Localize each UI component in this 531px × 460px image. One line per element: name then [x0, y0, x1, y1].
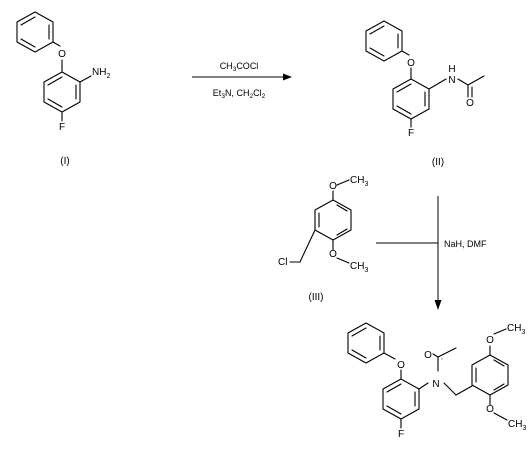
product-amide-nitrogen: N	[432, 379, 439, 390]
compound-II-amide-hydrogen: H	[448, 64, 455, 75]
compound-I: O NH2 F (I)	[16, 11, 110, 167]
compound-I-fluorine: F	[59, 122, 65, 133]
compound-III: O CH3 O CH3 Cl (III)	[278, 175, 368, 303]
compound-I-bonds	[16, 11, 92, 122]
reaction-step-1: CH3COCl Et3N, CH2Cl2	[192, 61, 292, 100]
arrow-head-1	[283, 73, 292, 81]
compound-I-amino-group: NH2	[92, 67, 110, 80]
compound-I-oxygen: O	[58, 49, 66, 60]
compound-III-label: (III)	[309, 292, 324, 303]
compound-III-chlorine: Cl	[278, 257, 287, 268]
product-top-methyl: CH3	[507, 323, 525, 336]
step-1-reagent: CH3COCl	[220, 61, 259, 73]
product-carbonyl-oxygen: O	[424, 350, 432, 361]
compound-II: O H N O F (II)	[365, 20, 485, 168]
compound-III-top-methyl: CH3	[350, 175, 368, 188]
compound-product-bonds	[347, 322, 509, 429]
compound-II-label: (II)	[432, 157, 444, 168]
compound-II-carbonyl-oxygen: O	[466, 98, 474, 109]
product-ether-oxygen: O	[397, 360, 405, 371]
compound-III-top-methoxy-oxygen: O	[329, 181, 337, 192]
product-bottom-methoxy-oxygen: O	[486, 404, 494, 415]
compound-II-amide-nitrogen: N	[448, 75, 455, 86]
step-2-conditions: NaH, DMF	[444, 239, 487, 249]
product-bottom-methyl: CH3	[508, 419, 526, 432]
product-fluorine: F	[398, 429, 404, 440]
compound-III-bottom-methoxy-oxygen: O	[329, 249, 337, 260]
compound-product: O O N F O CH3 O CH3	[347, 322, 526, 440]
reaction-step-2: NaH, DMF	[376, 196, 487, 310]
compound-III-bottom-methyl: CH3	[350, 261, 368, 274]
step-1-base-solvent: Et3N, CH2Cl2	[213, 88, 266, 100]
compound-II-bonds	[365, 20, 485, 128]
compound-II-ether-oxygen: O	[407, 58, 415, 69]
compound-I-label: (I)	[60, 156, 69, 167]
product-top-methoxy-oxygen: O	[486, 335, 494, 346]
compound-III-bonds	[289, 179, 352, 264]
compound-II-fluorine: F	[408, 128, 414, 139]
arrow-head-2	[434, 300, 442, 310]
